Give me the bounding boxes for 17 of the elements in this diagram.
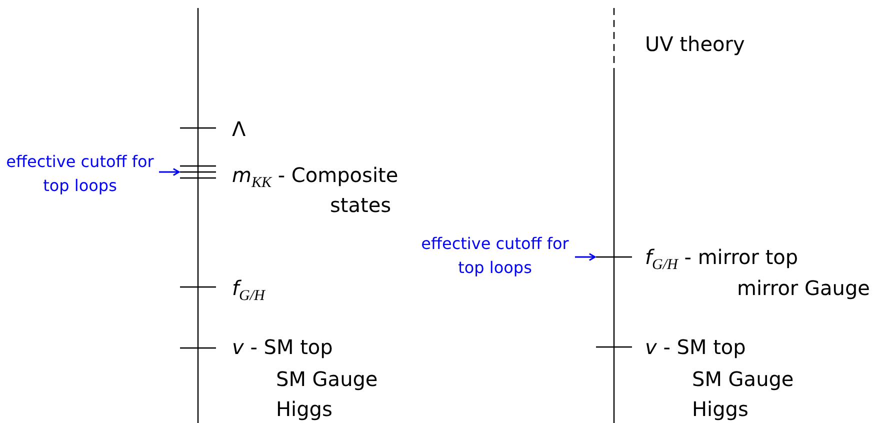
- arrow: [159, 168, 180, 176]
- scale-label: f$_{G/H}$ - mirror top: [645, 245, 798, 275]
- scale-label: states: [330, 193, 392, 217]
- scale-label: v - SM top: [232, 335, 333, 359]
- scale-label: f$_{G/H}$: [232, 276, 265, 306]
- scale-label: v - SM top: [645, 335, 746, 359]
- scale-label: Higgs: [692, 397, 748, 421]
- scale-label: Higgs: [276, 397, 332, 421]
- scale-label: m$_{KK}$ - Composite: [232, 163, 398, 193]
- annotation-text: effective cutoff for top loops: [5, 150, 155, 198]
- scale-label: SM Gauge: [692, 367, 794, 391]
- scale-label: UV theory: [645, 32, 745, 56]
- scale-label: Λ: [232, 117, 246, 141]
- scale-label: mirror Gauge: [737, 276, 870, 300]
- scale-label: SM Gauge: [276, 367, 378, 391]
- annotation-text: effective cutoff for top loops: [420, 232, 570, 280]
- arrow: [575, 253, 596, 261]
